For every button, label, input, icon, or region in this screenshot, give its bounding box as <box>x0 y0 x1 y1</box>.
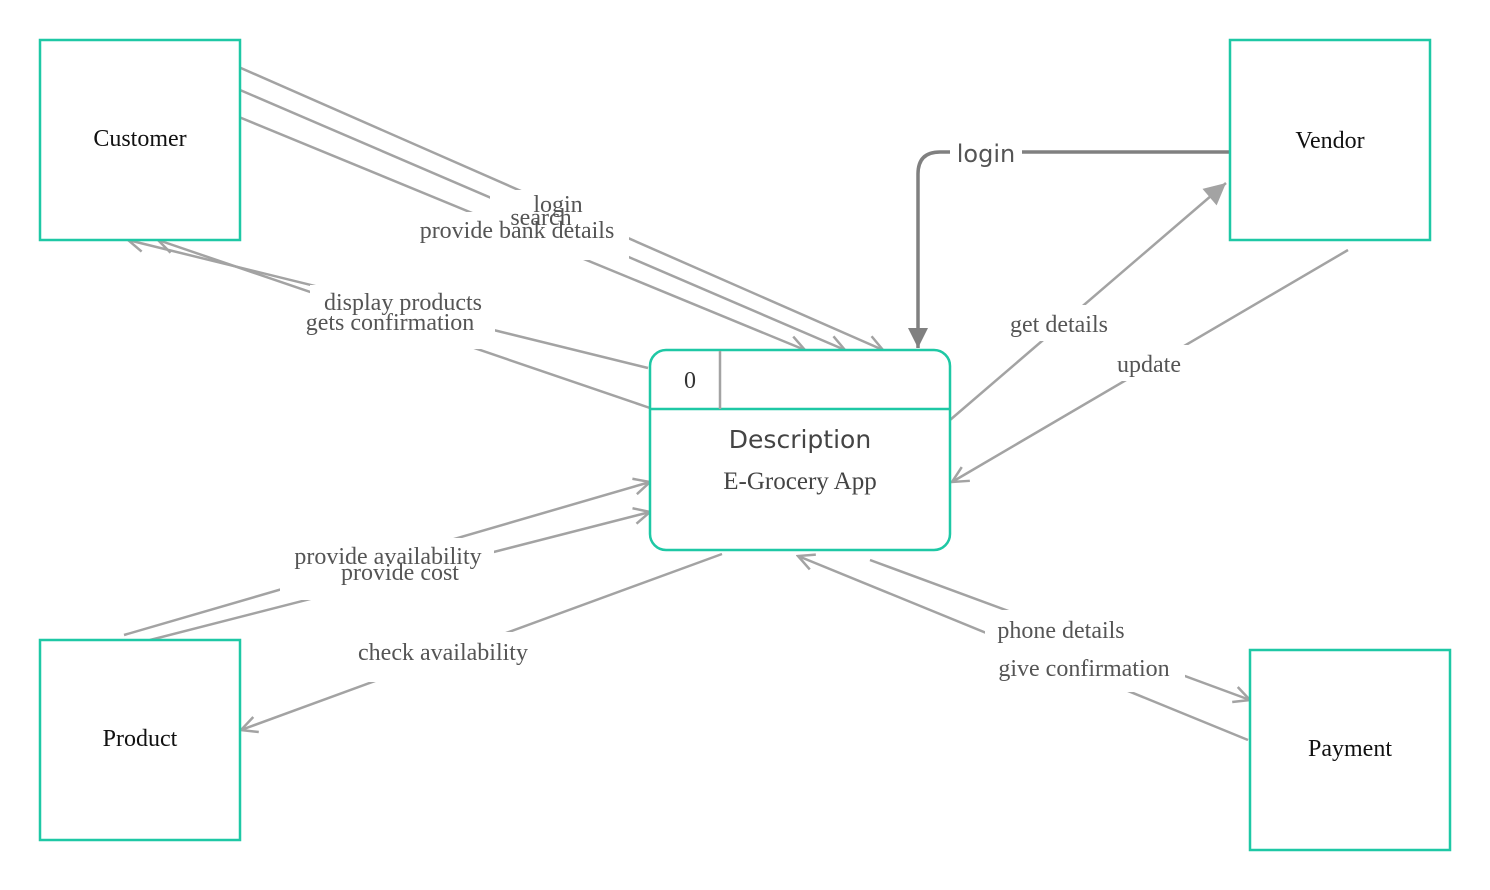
flow-label-vendor-login: login <box>957 140 1015 168</box>
entity-vendor[interactable]: Vendor <box>1228 38 1432 242</box>
entity-payment[interactable]: Payment <box>1248 648 1452 852</box>
flow-label-provide-cost: provide cost <box>341 560 459 586</box>
flow-label-gets-confirmation: gets confirmation <box>306 310 475 336</box>
flow-line-vendor-login <box>908 150 1230 348</box>
entity-customer-box <box>38 38 242 242</box>
process-description: Description <box>729 425 871 454</box>
entity-product[interactable]: Product <box>38 638 242 842</box>
process-e-grocery-app[interactable]: 0 Description E-Grocery App <box>648 348 952 552</box>
flow-label-check-availability: check availability <box>358 640 528 666</box>
flow-label-customer-search: search <box>510 205 571 231</box>
flow-label-phone-details: phone details <box>997 618 1124 644</box>
entity-customer-label: Customer <box>93 126 186 152</box>
entity-customer[interactable]: Customer <box>38 38 242 242</box>
flow-label-display-products: display products <box>324 290 482 316</box>
entity-payment-box <box>1248 648 1452 852</box>
flow-label-update: update <box>1117 352 1181 378</box>
entity-product-label: Product <box>103 726 178 752</box>
entity-product-box <box>38 638 242 842</box>
process-name: E-Grocery App <box>723 468 876 495</box>
label-masks <box>280 136 1190 692</box>
process-number: 0 <box>684 368 696 394</box>
flow-label-get-details: get details <box>1010 312 1108 338</box>
entity-payment-label: Payment <box>1308 736 1392 762</box>
flow-line-get-details <box>949 182 1227 421</box>
entity-vendor-label: Vendor <box>1295 128 1364 154</box>
entity-vendor-box <box>1228 38 1432 242</box>
flow-label-give-confirmation: give confirmation <box>998 656 1169 682</box>
flow-label-provide-availability: provide availability <box>294 544 481 570</box>
flow-label-customer-login: login <box>533 192 582 218</box>
process-box <box>648 348 952 552</box>
flow-label-customer-bank: provide bank details <box>420 218 615 244</box>
